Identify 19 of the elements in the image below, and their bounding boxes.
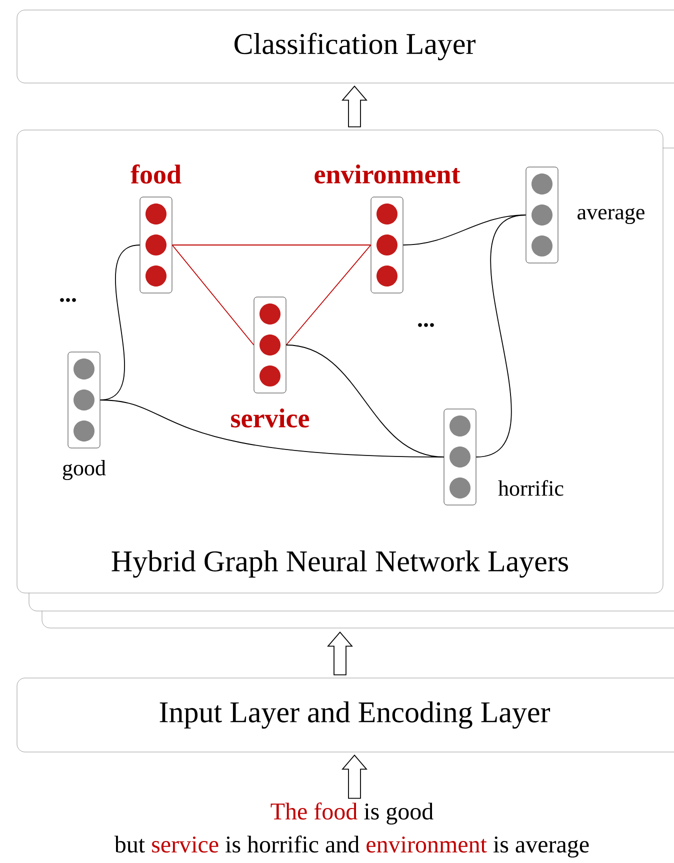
layer-box: Classification Layer: [16, 10, 674, 84]
ellipsis-text: ...: [60, 298, 76, 302]
word-label: environment: [314, 164, 460, 184]
word-label: horrific: [498, 480, 564, 496]
connector-line: [172, 244, 254, 346]
word-label: average: [578, 208, 644, 224]
block-arrow: [342, 86, 368, 128]
connector-line: [476, 214, 526, 458]
ellipsis-text: ...: [418, 323, 434, 327]
block-arrow: [327, 632, 353, 676]
layer-box: Input Layer and Encoding Layer: [16, 678, 674, 752]
connector-line: [286, 244, 372, 346]
word-label: good: [62, 460, 106, 480]
word-label: service: [231, 408, 310, 428]
block-arrow: [342, 754, 368, 799]
connector-line: [286, 344, 444, 458]
sentence-text: The food is good but service is horrific and environment is average: [114, 802, 589, 858]
word-label: food: [130, 164, 182, 184]
connector-line: [172, 244, 372, 246]
